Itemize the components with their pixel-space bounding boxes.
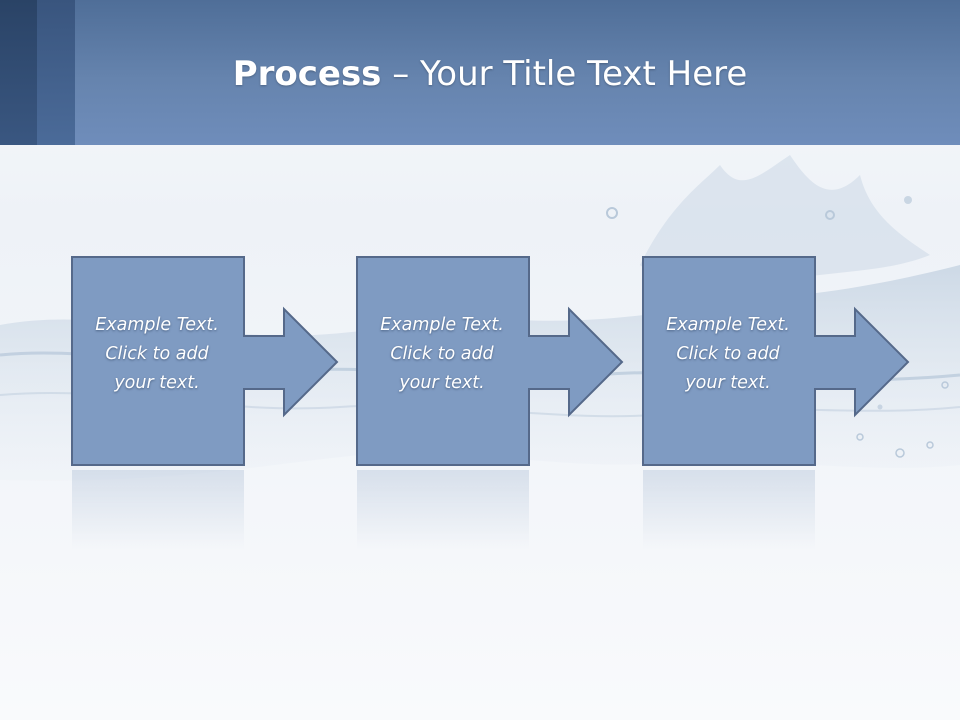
step-1-reflection [71, 470, 411, 550]
banner-accent-dark [0, 0, 37, 145]
step-1-line-1: Example Text. [95, 315, 219, 335]
step-2-line-1: Example Text. [380, 315, 504, 335]
box-arrow-shape-3 [642, 256, 910, 466]
title-banner: Process – Your Title Text Here [0, 0, 960, 145]
step-1-line-3: your text. [114, 373, 200, 393]
step-3-line-1: Example Text. [666, 315, 790, 335]
banner-accent-medium [37, 0, 75, 145]
process-step-3[interactable]: Example Text. Click to add your text. [642, 256, 960, 466]
slide-title-bold: Process [232, 54, 382, 94]
step-2-text: Example Text. Click to add your text. [356, 311, 528, 398]
step-3-reflection [642, 470, 960, 550]
step-3-line-2: Click to add [676, 344, 780, 364]
step-1-line-2: Click to add [105, 344, 209, 364]
box-arrow-shape-1 [71, 256, 339, 466]
slide-title[interactable]: Process – Your Title Text Here [75, 48, 905, 100]
step-2-line-2: Click to add [390, 344, 494, 364]
slide-title-rest: – Your Title Text Here [381, 54, 748, 94]
process-step-1[interactable]: Example Text. Click to add your text. [71, 256, 411, 466]
box-arrow-shape-2 [356, 256, 624, 466]
step-3-text: Example Text. Click to add your text. [642, 311, 814, 398]
step-2-reflection [356, 470, 696, 550]
process-step-2[interactable]: Example Text. Click to add your text. [356, 256, 696, 466]
step-1-text: Example Text. Click to add your text. [71, 311, 243, 398]
step-2-line-3: your text. [399, 373, 485, 393]
step-3-line-3: your text. [685, 373, 771, 393]
